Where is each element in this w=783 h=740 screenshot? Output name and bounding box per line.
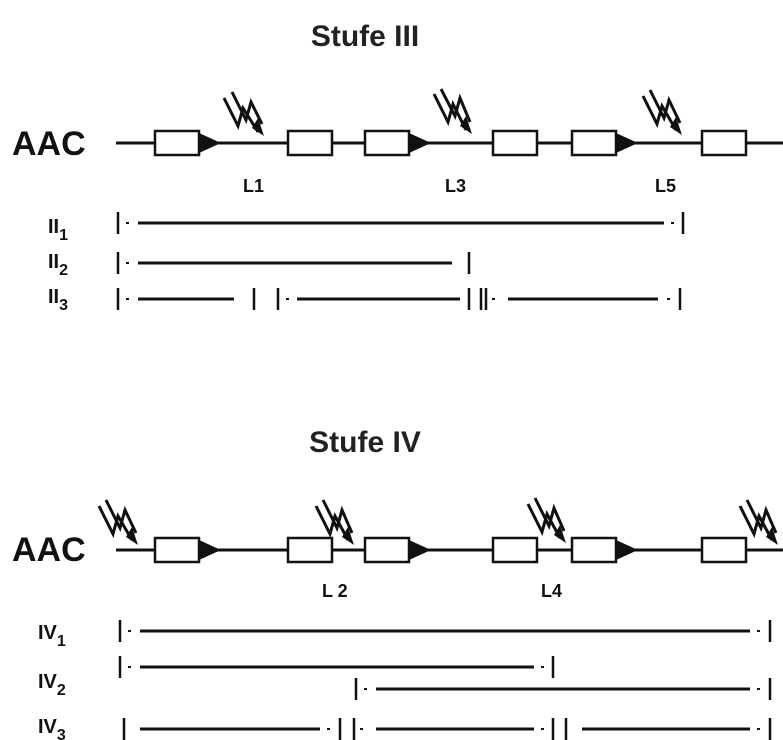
stage3-row3-fragments [116,288,682,310]
stage4-segment-box [491,536,539,564]
stage4-row3-fragments [122,718,772,740]
stage3-title: Stufe III [311,20,419,53]
stage4-row1-fragment [118,620,772,642]
stage3-cut-bolt-icon [432,88,472,134]
stage4-row-label: IV2 [38,671,66,699]
stage3-row1-fragment [116,212,685,234]
stage4-arrowhead [409,540,431,560]
stage3-cut-bolt-icon [222,91,264,136]
stage4-cut-bolt-icon [97,499,138,545]
stage3-aac-label: AAC [12,125,86,163]
stage4-segment-box [153,536,201,564]
stage4-title: Stufe IV [309,426,421,459]
stage4-segment-box [700,536,748,564]
stage3-row-label: II3 [48,286,68,314]
stage4-loop-label: L4 [541,581,562,601]
stage3-segment-box [286,129,334,157]
stage3-loop-label: L5 [655,176,676,196]
stage3-row2-fragment [116,252,471,274]
stage3-row-label: II1 [48,216,68,244]
stage3-loop-label: L1 [243,176,264,196]
stage4-row-label: IV3 [38,716,66,740]
stage3-segment-box [363,129,411,157]
stage4-segment-box [363,536,411,564]
stage4-cut-bolt-icon [314,499,354,545]
stage3-segment-box [700,129,748,157]
stage4-arrowhead [616,540,638,560]
stage3-segment-box [570,129,618,157]
stage3-arrowhead [616,133,638,153]
stage3-arrowhead [409,133,431,153]
stage3-cut-bolt-icon [641,89,682,135]
stage4-arrowhead [199,540,221,560]
stage3-segment-box [491,129,539,157]
stage4-loop-label: L 2 [322,581,348,601]
stage4-aac-label: AAC [12,531,86,569]
stage4-cut-bolt-icon [526,497,566,543]
stage4-cut-bolt-icon [738,499,778,545]
stage4-segment-box [570,536,618,564]
stage4-segment-box [286,536,334,564]
stage3-row-label: II2 [48,251,68,279]
stage3-arrowhead [199,133,221,153]
stage4-row-label: IV1 [38,622,66,650]
stage4-row2-fragments [118,656,772,700]
stage3-loop-label: L3 [445,176,466,196]
stage3-segment-box [153,129,201,157]
